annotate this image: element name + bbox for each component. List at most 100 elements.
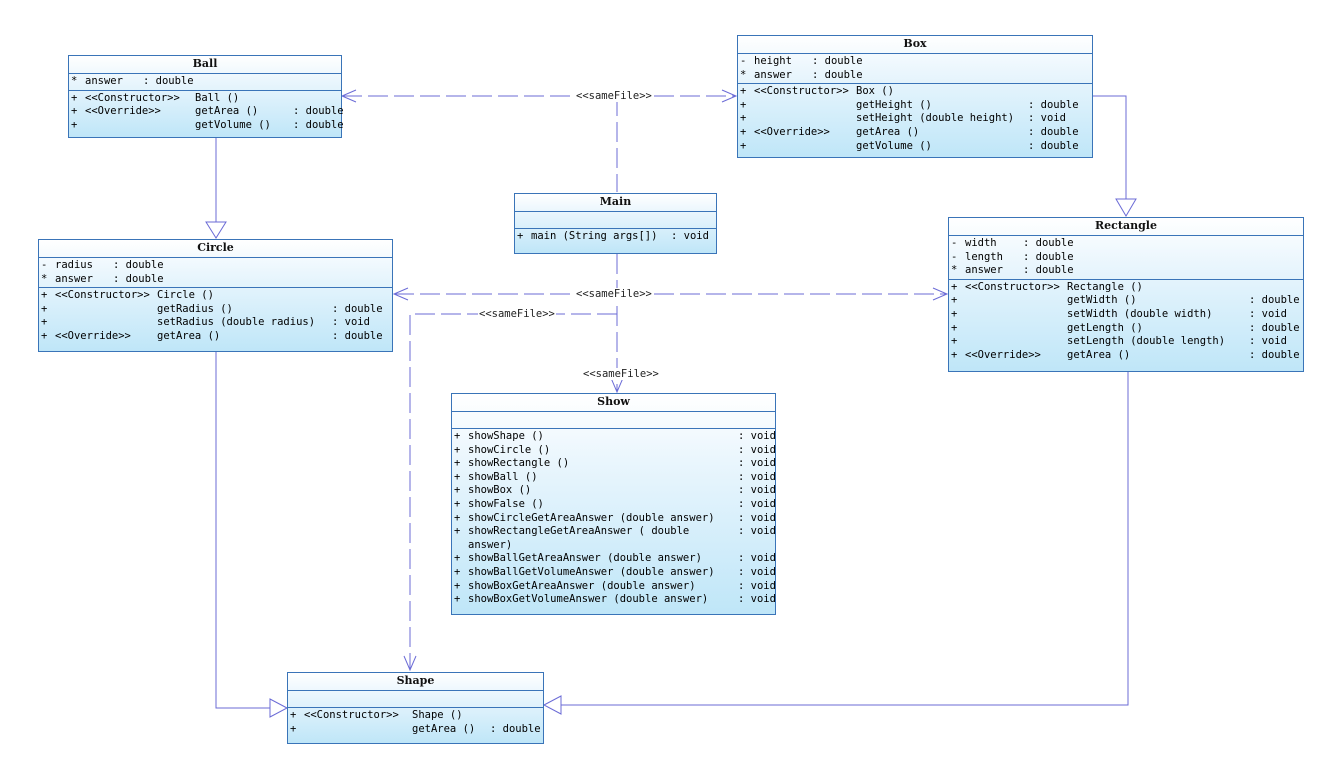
operation-row[interactable]: +showCircleGetAreaAnswer (double answer)… [454, 511, 776, 526]
class-box[interactable]: Box-height: double*answer: double+<<Cons… [737, 35, 1093, 158]
attribute-type: : double [1023, 237, 1074, 249]
return-type: : void [738, 484, 776, 497]
return-type: : void [738, 430, 776, 442]
visibility-marker: * [71, 75, 78, 87]
class-main[interactable]: Main+main (String args[]): void [514, 193, 717, 254]
operation-row[interactable]: + getWidth () : double [951, 294, 1303, 308]
operation-name: Ball () [195, 91, 240, 104]
visibility-marker: + [41, 302, 48, 315]
operation-row[interactable]: +getVolume (): double [71, 118, 344, 133]
return-type: : void [332, 316, 370, 329]
ball-dependency-arrowhead [340, 89, 357, 103]
return-type: : void [738, 552, 776, 565]
operation-row[interactable]: +showFalse (): void [454, 497, 776, 512]
attribute-row: -height: double [740, 55, 1092, 69]
class-name: Ball [69, 56, 341, 74]
operation-row[interactable]: +<<Constructor>>Circle () [41, 289, 392, 303]
operation-row[interactable]: +getLength (): double [951, 322, 1303, 336]
operation-name: getArea () [412, 722, 476, 735]
visibility-marker: + [951, 307, 958, 320]
stereotype: <<Override>> [965, 348, 1041, 361]
operation-name: getArea () [1067, 348, 1131, 361]
circle-dependency-arrowhead [392, 287, 409, 301]
attribute-name: width [965, 237, 997, 249]
attributes-compartment: -radius: double*answer: double [39, 258, 392, 289]
attributes-compartment: -height: double*answer: double [738, 54, 1092, 85]
operation-name: setRadius (double radius) [157, 316, 316, 329]
visibility-marker: + [41, 329, 48, 342]
class-ball[interactable]: Ball*answer: double+<<Constructor>>Ball … [68, 55, 344, 138]
class-rectangle[interactable]: Rectangle-width: double-length: double*a… [948, 217, 1304, 372]
class-shape[interactable]: Shape+<<Constructor>>Shape ()+getArea ()… [287, 672, 544, 744]
operation-row[interactable]: +getHeight (): double [740, 99, 1092, 113]
stereotype [55, 303, 157, 317]
ball-to-circle-arrowhead [205, 221, 227, 239]
ball-box-label: <<sameFile>> [575, 90, 653, 102]
operation-row[interactable]: +getArea (): double [290, 723, 543, 737]
operations-compartment: +<<Constructor>>Shape ()+getArea (): dou… [288, 708, 543, 737]
attribute-name: radius [55, 259, 93, 271]
operation-row[interactable]: +showBallGetAreaAnswer (double answer): … [454, 552, 776, 566]
operation-row[interactable]: +showShape (): void [454, 430, 776, 444]
operation-name: showBallGetVolumeAnswer (double answer) [468, 565, 715, 578]
operation-row[interactable]: +<<Override>>getArea (): double [951, 349, 1303, 363]
stereotype [754, 99, 856, 113]
return-type: : void [738, 511, 776, 524]
operation-row[interactable]: +main (String args[]): void [517, 230, 716, 244]
return-type: : double [293, 105, 344, 118]
main-shape-label: <<sameFile>> [478, 308, 556, 320]
visibility-marker: + [454, 484, 461, 497]
return-type: : void [1028, 112, 1066, 125]
return-type: : double [1249, 294, 1300, 307]
operation-row[interactable]: +<<Constructor>>Box () [740, 85, 1092, 99]
operation-name: Circle () [157, 289, 214, 302]
return-type: : double [1249, 321, 1300, 334]
visibility-marker: + [740, 125, 747, 138]
class-show[interactable]: Show+showShape (): void+showCircle (): v… [451, 393, 776, 615]
operation-row[interactable]: +showBall (): void [454, 471, 776, 485]
operation-row[interactable]: +<<Override>>getArea (): double [740, 126, 1092, 140]
operation-row[interactable]: +<<Override>>getArea (): double [71, 105, 344, 119]
operation-row[interactable]: +showBoxGetAreaAnswer (double answer): v… [454, 579, 776, 594]
operation-row[interactable]: +showBox (): void [454, 484, 776, 498]
operation-row[interactable]: +showBallGetVolumeAnswer (double answer)… [454, 565, 776, 580]
attribute-row: *answer: double [951, 264, 1303, 278]
operation-row[interactable]: +showRectangle (): void [454, 457, 776, 471]
shape-dependency-arrowhead [403, 655, 417, 672]
return-type: : void [738, 525, 776, 538]
attribute-type: : double [1023, 250, 1074, 263]
operation-row[interactable]: +<<Constructor>>Ball () [71, 92, 341, 106]
operation-row[interactable]: +setLength (double length): void [951, 335, 1303, 349]
operations-compartment: +<<Constructor>>Box ()+getHeight (): dou… [738, 84, 1092, 154]
operation-row[interactable]: +<<Override>>getArea (): double [41, 330, 392, 344]
circle-to-shape-arrowhead [269, 698, 289, 718]
attribute-row: *answer: double [41, 273, 392, 287]
operation-row[interactable]: +showRectangleGetAreaAnswer ( double ans… [454, 525, 776, 552]
attribute-name: answer [965, 264, 1003, 277]
visibility-marker: + [951, 294, 958, 307]
return-type: : void [1249, 335, 1287, 348]
operation-name: getVolume () [195, 118, 271, 131]
visibility-marker: + [454, 593, 461, 606]
operation-row[interactable]: +showCircle (): void [454, 444, 776, 458]
operation-name: showFalse () [468, 497, 544, 510]
class-circle[interactable]: Circle-radius: double*answer: double+<<C… [38, 239, 393, 352]
return-type: : double [490, 722, 541, 735]
operation-row[interactable]: +showBoxGetVolumeAnswer (double answer):… [454, 593, 776, 607]
operation-name: getHeight () [856, 98, 932, 111]
class-name: Rectangle [949, 218, 1303, 236]
operation-row[interactable]: +setRadius (double radius): void [41, 316, 392, 330]
operation-row[interactable]: +getRadius (): double [41, 303, 392, 317]
operation-row[interactable]: +<<Constructor>>Rectangle () [951, 281, 1303, 295]
attribute-type: : double [1023, 264, 1074, 277]
operation-row[interactable]: +setHeight (double height): void [740, 112, 1092, 126]
operation-row[interactable]: +getVolume (): double [740, 140, 1092, 154]
return-type: : void [738, 457, 776, 470]
operation-name: getWidth () [1067, 294, 1137, 307]
visibility-marker: + [517, 230, 524, 242]
operation-row[interactable]: +setWidth (double width): void [951, 308, 1303, 322]
visibility-marker: + [951, 280, 958, 293]
operation-name: showBoxGetAreaAnswer (double answer) [468, 579, 696, 592]
attribute-row: *answer: double [740, 69, 1092, 83]
operation-row[interactable]: +<<Constructor>>Shape () [290, 709, 543, 723]
